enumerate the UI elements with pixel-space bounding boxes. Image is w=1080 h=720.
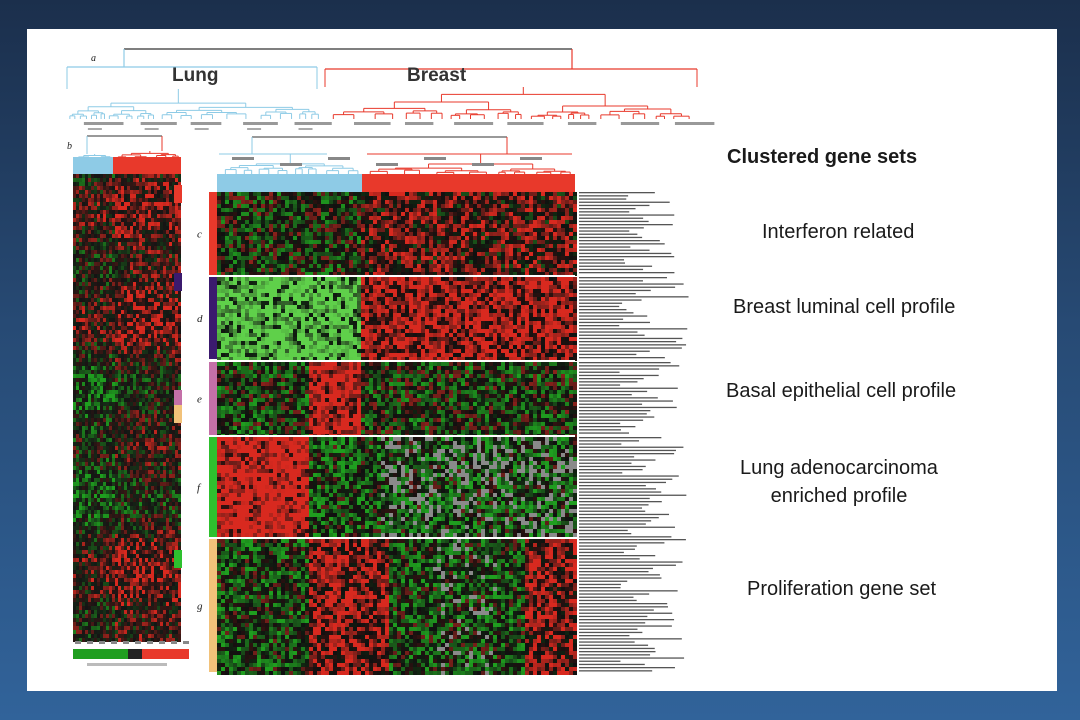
legend-lung-adeno-line2: enriched profile [770,485,908,507]
label-lung: Lung [172,65,218,86]
label-breast: Breast [407,65,467,86]
panel-label-f: f [197,482,202,494]
panel-label-b: b [67,141,72,152]
panel-c-heatmap: c [197,192,675,276]
panel-label-d: d [197,313,203,325]
panel-label-g: g [197,601,203,613]
panel-label-e: e [197,394,202,406]
panel-e-heatmap: e [197,362,680,438]
legend-lung-adeno-line1: Lung adenocarcinoma [740,457,938,479]
panel-d-heatmap: d [197,277,689,361]
legend-proliferation: Proliferation gene set [747,578,937,600]
panel-label-c: c [197,229,202,241]
legend-title: Clustered gene sets [727,146,918,168]
panel-f-heatmap: f [197,437,687,538]
legend-breast-luminal: Breast luminal cell profile [733,296,956,318]
panel-main-heatmap: c d e f g [197,136,689,675]
panel-g-heatmap: g [197,539,686,675]
legend-basal-epithelial: Basal epithelial cell profile [726,380,957,402]
panel-b-heatmap: b [67,135,189,666]
legend-interferon: Interferon related [762,221,915,243]
panel-label-a: a [91,53,96,64]
legend-lung-adeno: Lung adenocarcinoma enriched profile [740,454,938,510]
